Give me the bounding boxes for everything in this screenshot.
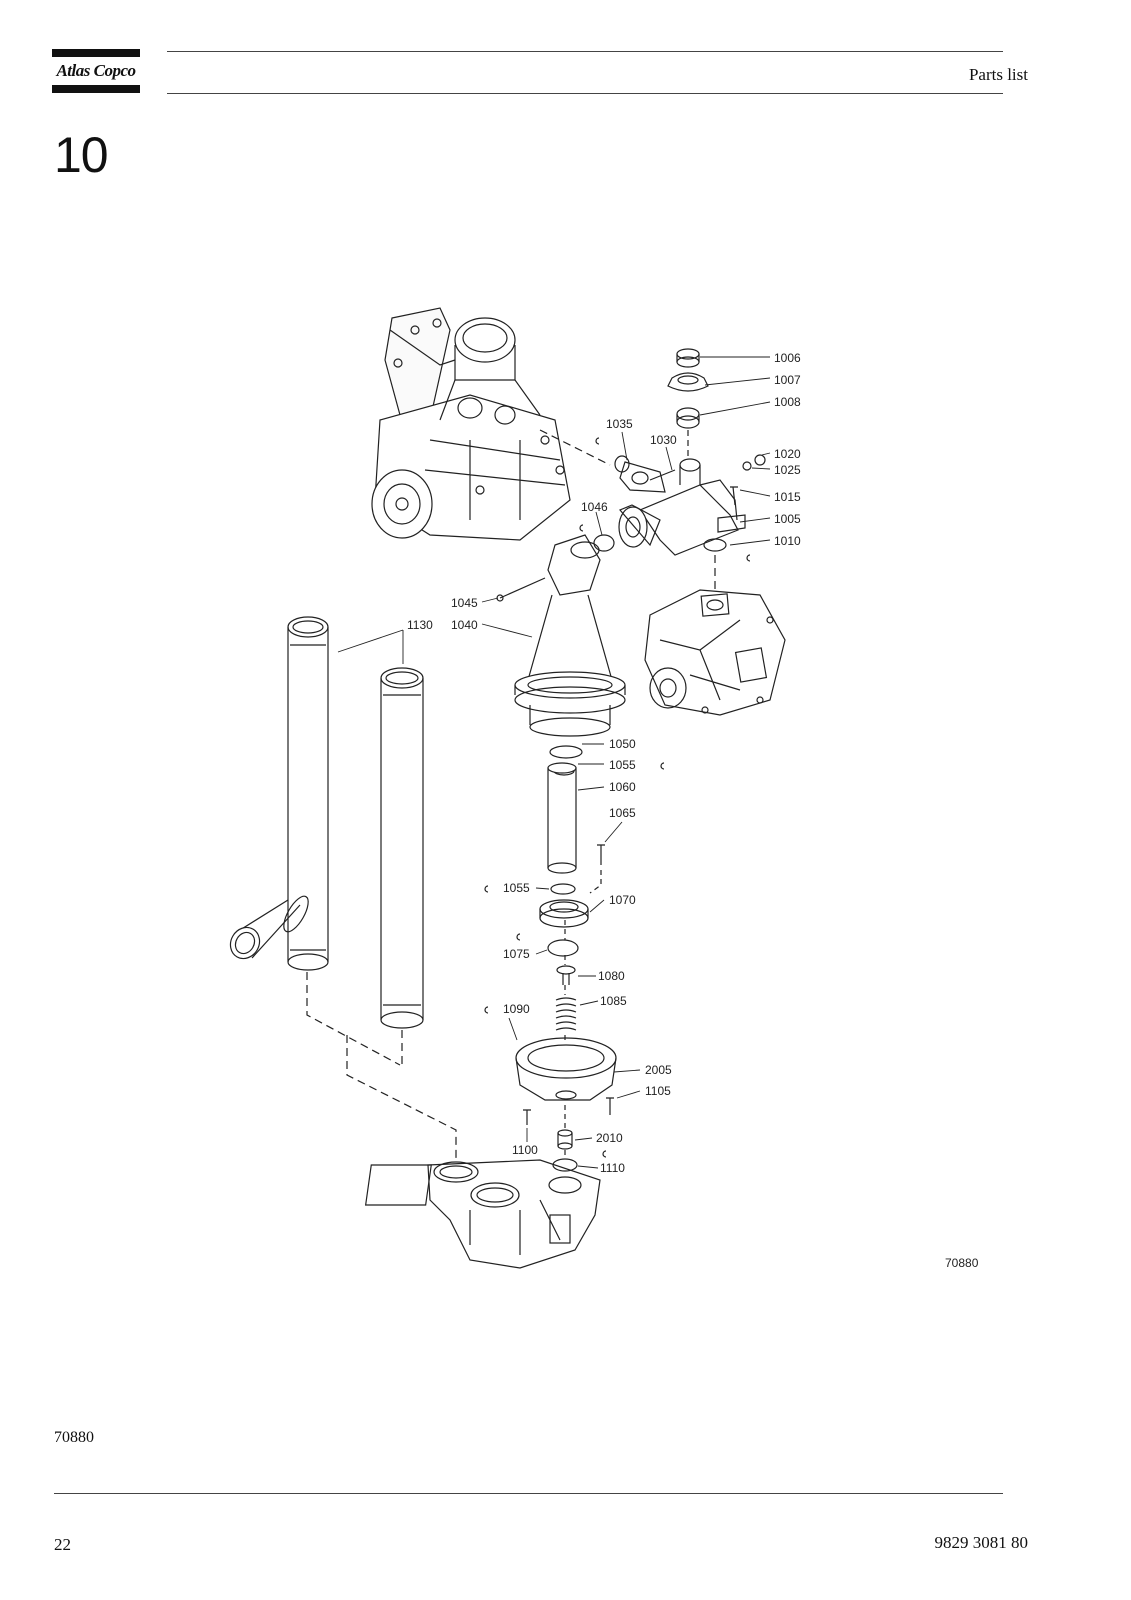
compressor-element-lower	[644, 555, 786, 716]
page-number: 22	[54, 1535, 71, 1554]
part-label: 1035	[606, 417, 633, 431]
part-label: 1055	[609, 758, 636, 772]
bolt-1105	[606, 1097, 614, 1115]
leader-lines	[337, 356, 771, 1169]
part-label: 1007	[774, 373, 801, 387]
oring-1046	[593, 534, 615, 552]
elbow-pipe-1005	[618, 458, 746, 556]
part-label: 1105	[645, 1084, 671, 1098]
part-label: 1020	[774, 447, 801, 461]
element-1060	[547, 762, 577, 874]
pipe-1130-straight	[380, 667, 424, 1029]
reference-code: 70880	[54, 1429, 94, 1446]
part-label: 1006	[774, 351, 801, 365]
oring-1075	[547, 939, 579, 957]
washer-1025	[742, 461, 752, 471]
part-label: 1070	[609, 893, 636, 907]
valve-1080	[556, 965, 576, 985]
bolt-1045	[499, 577, 546, 599]
part-label: 1025	[774, 463, 801, 477]
section-number: 10	[54, 127, 109, 183]
part-label: 1040	[451, 618, 478, 632]
bolt-1065	[597, 844, 605, 865]
part-label: 1100	[512, 1143, 538, 1157]
page-title: Parts list	[968, 65, 1028, 84]
bolt-1100	[523, 1109, 531, 1125]
assembly-dashed-lines	[306, 972, 457, 1160]
compressor-element-upper	[371, 307, 611, 541]
part-label: 2010	[596, 1131, 623, 1145]
base-manifold	[364, 1159, 601, 1269]
oring-1110	[552, 1158, 578, 1172]
clamp-1007	[667, 372, 709, 392]
header-bottom-rule	[167, 93, 1003, 94]
footer-rule	[54, 1493, 1003, 1494]
logo-text: Atlas Copco	[56, 61, 136, 80]
part-label: 1050	[609, 737, 636, 751]
oring-1055-lower	[550, 883, 576, 895]
atlas-copco-logo: Atlas Copco	[52, 49, 140, 94]
flange-1035	[614, 455, 676, 493]
part-label: 1010	[774, 534, 801, 548]
part-labels: 1006 1007 1008 1035 1030 1020 1025 1015 …	[407, 351, 979, 1270]
bolt-1015	[730, 486, 738, 506]
plug-1020	[754, 454, 766, 466]
part-label: 1015	[774, 490, 801, 504]
part-label: 1046	[581, 500, 608, 514]
part-label: 1005	[774, 512, 801, 526]
part-label: 1055	[503, 881, 530, 895]
part-label: 1090	[503, 1002, 530, 1016]
logo-bottom-bar	[52, 85, 140, 93]
part-label: 1110	[600, 1161, 625, 1175]
cone-separator-1040	[514, 534, 626, 737]
part-label: 1075	[503, 947, 530, 961]
bushing-2010	[557, 1129, 573, 1150]
part-label: 1130	[407, 618, 433, 632]
clip-symbols	[484, 437, 751, 1158]
drawing-number: 70880	[945, 1256, 979, 1270]
logo-top-bar	[52, 49, 140, 57]
flange-1070	[539, 899, 589, 928]
bolt-1065-axis	[589, 870, 602, 894]
spring-1085	[555, 997, 577, 1031]
part-label: 2005	[645, 1063, 672, 1077]
header-top-rule	[167, 51, 1003, 52]
housing-2005	[515, 1037, 617, 1101]
ring-1008	[676, 407, 700, 429]
part-label: 1080	[598, 969, 625, 983]
part-label: 1008	[774, 395, 801, 409]
part-label: 1060	[609, 780, 636, 794]
cap-1006	[676, 348, 700, 368]
part-label: 1045	[451, 596, 478, 610]
document-number: 9829 3081 80	[934, 1533, 1029, 1552]
pipe-1130-tee	[229, 616, 329, 971]
oring-1050	[549, 745, 583, 759]
part-label: 1030	[650, 433, 677, 447]
part-label: 1065	[609, 806, 636, 820]
part-label: 1085	[600, 994, 627, 1008]
gasket-1010	[703, 538, 727, 552]
